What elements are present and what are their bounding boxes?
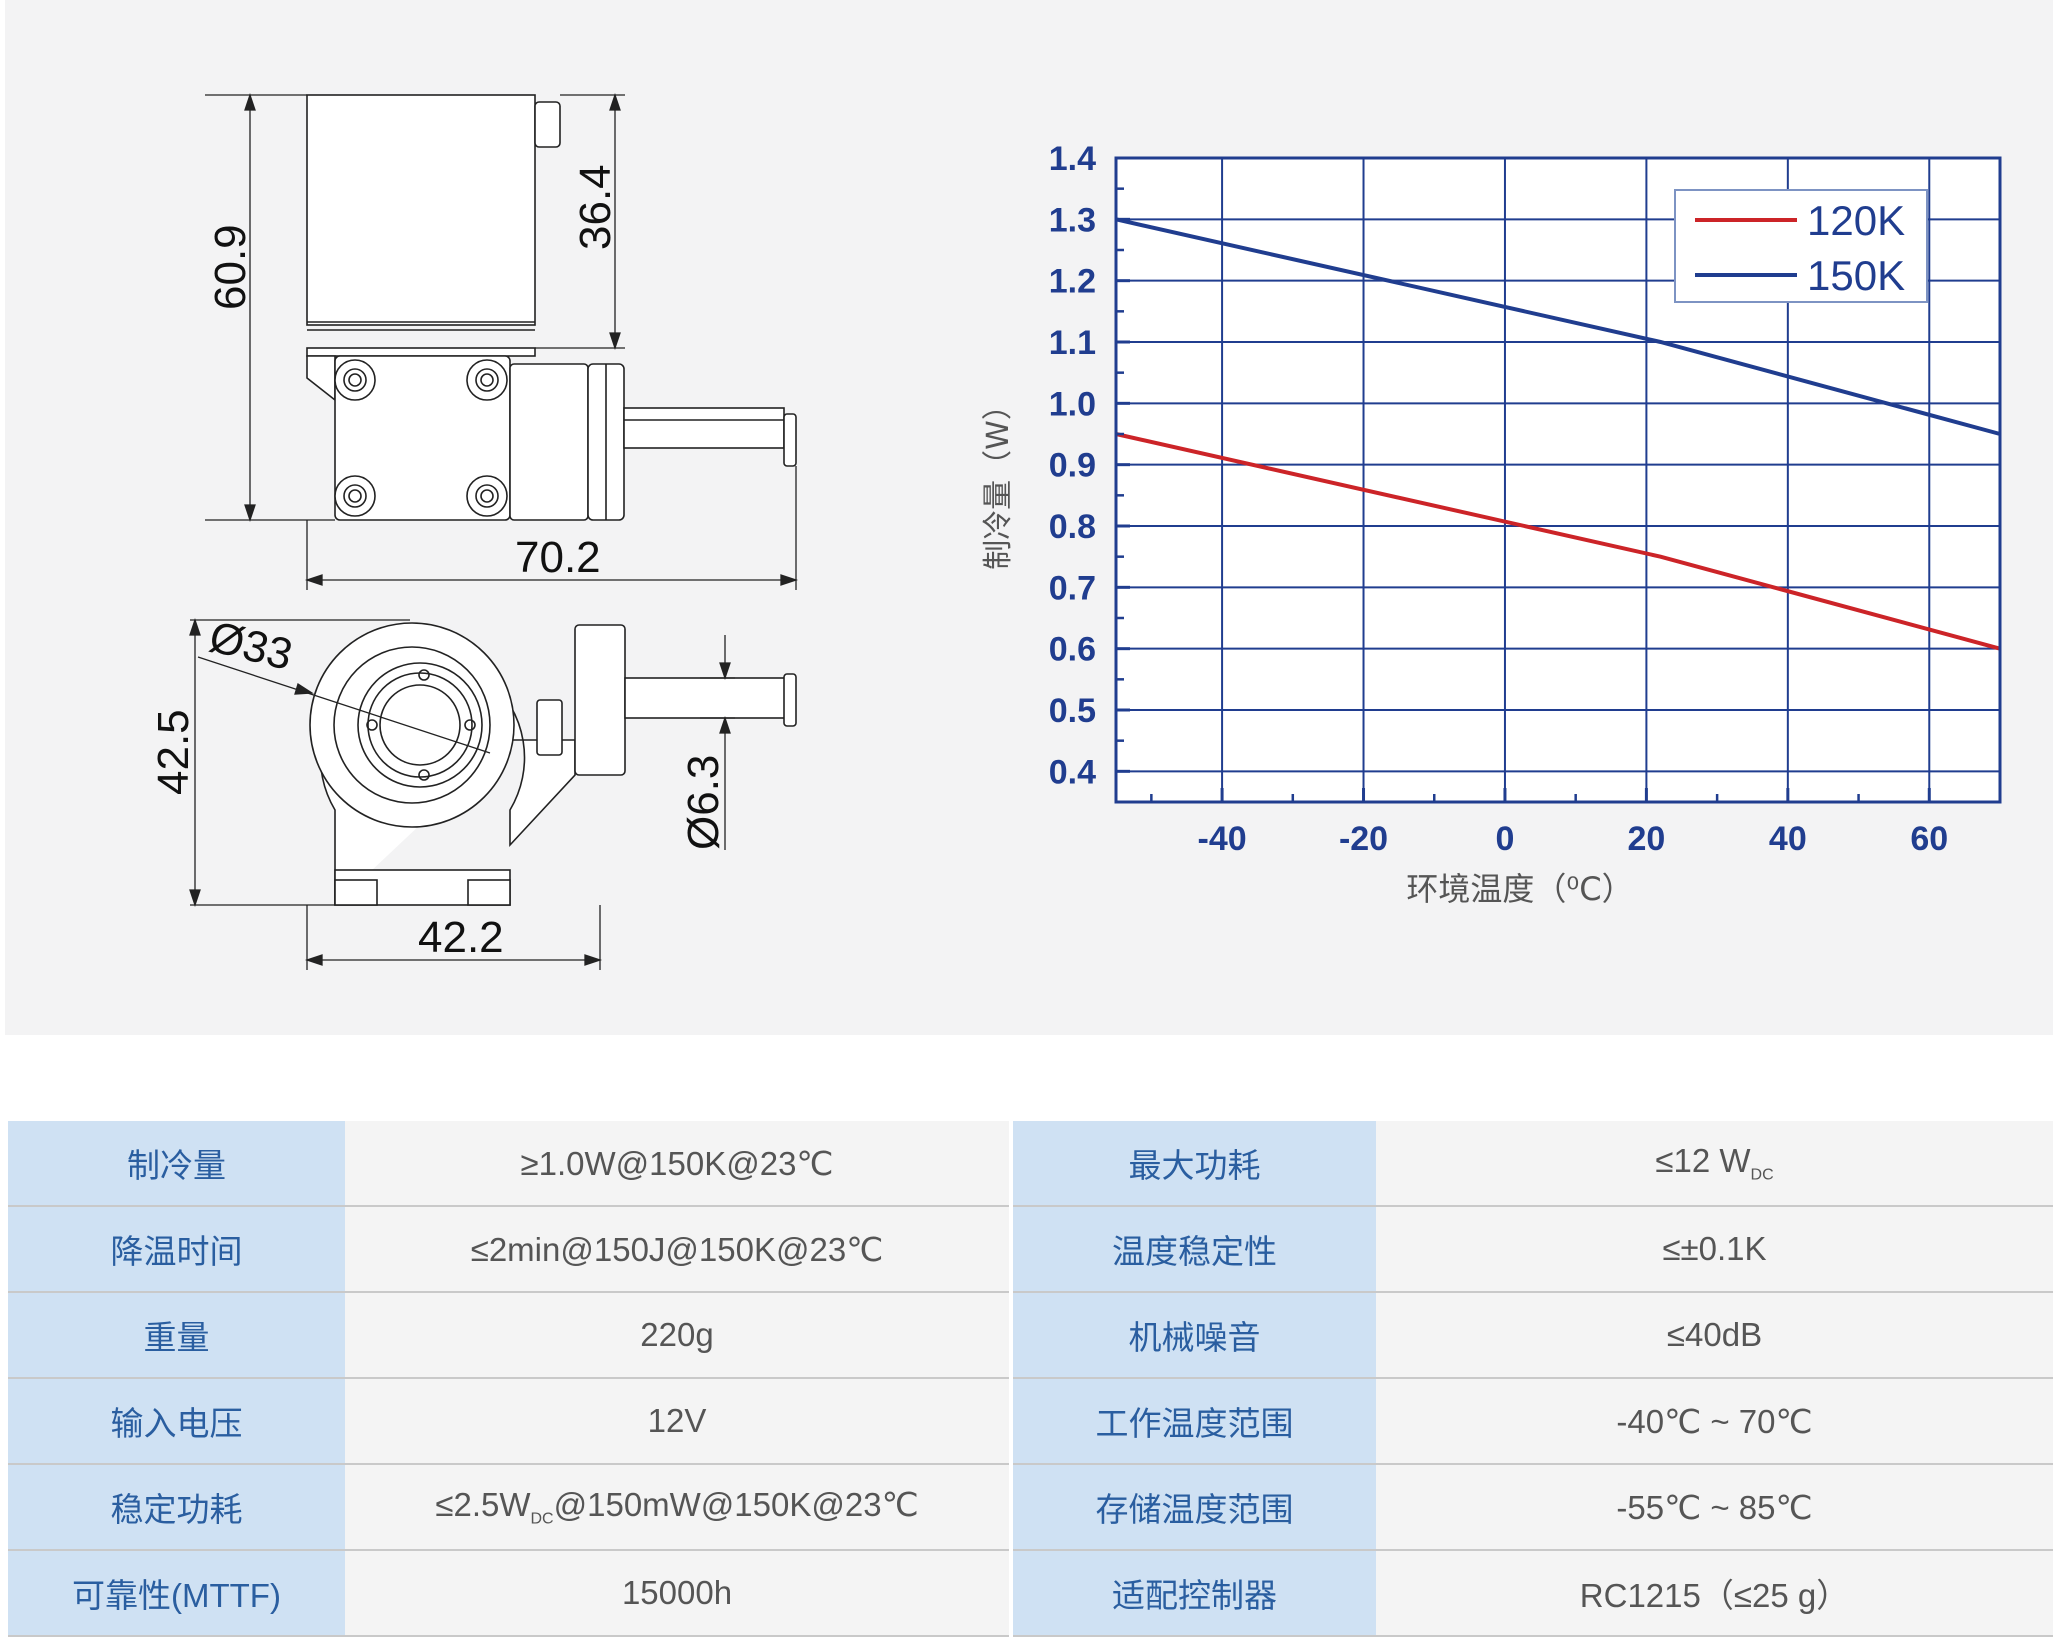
spec-label: 制冷量	[8, 1121, 345, 1207]
column-gap	[1009, 1464, 1013, 1550]
dimension-drawing: 60.9 36.4 70.2 Ø33 42.5 42.2 Ø6.3	[149, 92, 799, 970]
spec-label: 机械噪音	[1013, 1292, 1376, 1379]
legend-label-120k: 120K	[1807, 197, 1905, 244]
table-row: 降温时间 ≤2min@150J@150K@23℃ 温度稳定性 ≤±0.1K	[8, 1206, 2053, 1293]
spec-label: 最大功耗	[1013, 1121, 1376, 1207]
legend-label-150k: 150K	[1807, 252, 1905, 299]
table-row: 制冷量 ≥1.0W@150K@23℃ 最大功耗 ≤12 WDC	[8, 1121, 2053, 1207]
cooling-capacity-chart: -40 -20 0 20 40 60 0.4 0.5 0.6 0.7 0.8 0.9 1.0 1.1 1.2…	[981, 140, 2002, 908]
spec-value: RC1215（≤25 g）	[1376, 1550, 2053, 1637]
spec-value-tail: @150mW@150K@23℃	[553, 1486, 919, 1524]
x-tick-label: -20	[1339, 820, 1388, 858]
plot-border	[1114, 156, 2002, 804]
spec-value: ≤2.5WDC@150mW@150K@23℃	[345, 1464, 1009, 1551]
legend-box	[1674, 189, 1928, 303]
spec-value: ≤12 WDC	[1376, 1121, 2053, 1207]
spec-value: 220g	[345, 1292, 1009, 1379]
table-row: 重量 220g 机械噪音 ≤40dB	[8, 1292, 2053, 1379]
spec-value: -55℃ ~ 85℃	[1376, 1464, 2053, 1551]
side-dimension-lines	[205, 92, 799, 590]
table-row: 稳定功耗 ≤2.5WDC@150mW@150K@23℃ 存储温度范围 -55℃ …	[8, 1464, 2053, 1551]
spec-value: -40℃ ~ 70℃	[1376, 1378, 2053, 1465]
spec-label: 重量	[8, 1292, 345, 1379]
bolt-holes	[334, 359, 508, 517]
spec-value: ≤40dB	[1376, 1292, 2053, 1379]
spec-label: 稳定功耗	[8, 1464, 345, 1551]
spec-value: 12V	[345, 1378, 1009, 1465]
spec-label: 输入电压	[8, 1378, 345, 1465]
spec-value-text: ≤2.5W	[435, 1486, 531, 1524]
x-axis-label: 环境温度（⁰C）	[1406, 870, 1633, 908]
y-tick-label: 0.4	[1049, 753, 1096, 791]
spec-table: 制冷量 ≥1.0W@150K@23℃ 最大功耗 ≤12 WDC 降温时间 ≤2m…	[8, 1121, 2053, 1637]
dim-width-front: 42.2	[418, 913, 504, 962]
spec-label: 温度稳定性	[1013, 1206, 1376, 1293]
spec-value: ≤±0.1K	[1376, 1206, 2053, 1293]
spec-value: 15000h	[345, 1550, 1009, 1637]
side-view-outline	[306, 94, 797, 521]
column-gap	[1009, 1378, 1013, 1464]
y-tick-label: 1.0	[1049, 385, 1096, 423]
front-dimension-lines	[189, 617, 735, 970]
y-tick-label: 0.8	[1049, 508, 1096, 546]
spec-value-subscript: DC	[530, 1510, 554, 1528]
column-gap	[1009, 1292, 1013, 1378]
table-row: 可靠性(MTTF) 15000h 适配控制器 RC1215（≤25 g）	[8, 1550, 2053, 1637]
spec-value-subscript: DC	[1750, 1166, 1774, 1184]
table-row: 输入电压 12V 工作温度范围 -40℃ ~ 70℃	[8, 1378, 2053, 1465]
spec-value: ≤2min@150J@150K@23℃	[345, 1206, 1009, 1293]
spec-label: 适配控制器	[1013, 1550, 1376, 1637]
series-line-120k	[1115, 432, 2001, 651]
x-tick-label: 20	[1627, 820, 1665, 858]
spec-value: ≥1.0W@150K@23℃	[345, 1121, 1009, 1207]
dim-length: 70.2	[515, 533, 601, 582]
x-tick-label: 0	[1495, 820, 1514, 858]
legend: 120K 150K	[1674, 189, 1928, 303]
y-tick-label: 1.1	[1049, 324, 1096, 362]
spec-label: 存储温度范围	[1013, 1464, 1376, 1551]
spec-label: 可靠性(MTTF)	[8, 1550, 345, 1637]
spec-value-text: ≤12 W	[1655, 1141, 1751, 1179]
dim-tube-diameter: Ø6.3	[679, 755, 728, 850]
dim-height-front: 42.5	[149, 709, 198, 795]
tick-layer: -40 -20 0 20 40 60 0.4 0.5 0.6 0.7 0.8 0.9 1.0 1.1 1.2…	[1049, 140, 2002, 858]
series-layer	[1115, 217, 2001, 651]
y-tick-label: 1.3	[1049, 201, 1096, 239]
x-tick-label: -40	[1198, 820, 1247, 858]
dim-height-total: 60.9	[206, 224, 255, 310]
dim-height-top: 36.4	[571, 164, 620, 250]
y-tick-label: 0.7	[1049, 569, 1096, 607]
y-tick-label: 0.6	[1049, 631, 1096, 669]
x-tick-label: 40	[1769, 820, 1807, 858]
y-tick-label: 0.5	[1049, 692, 1096, 730]
dim-diameter: Ø33	[205, 612, 298, 680]
spec-label: 降温时间	[8, 1206, 345, 1293]
column-gap	[1009, 1550, 1013, 1636]
dimension-labels: 60.9 36.4 70.2 Ø33 42.5 42.2 Ø6.3	[149, 164, 728, 962]
y-tick-label: 1.4	[1049, 140, 1096, 178]
y-axis-label: 制冷量（W）	[981, 390, 1016, 570]
x-tick-label: 60	[1910, 820, 1948, 858]
column-gap	[1009, 1121, 1013, 1206]
y-tick-label: 0.9	[1049, 447, 1096, 485]
column-gap	[1009, 1206, 1013, 1292]
series-line-150k	[1115, 217, 2001, 436]
y-tick-label: 1.2	[1049, 263, 1096, 301]
spec-label: 工作温度范围	[1013, 1378, 1376, 1465]
